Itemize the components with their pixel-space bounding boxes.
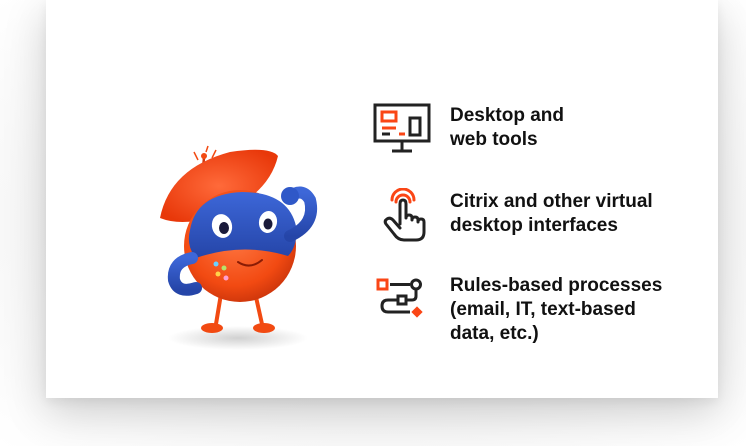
- desktop-monitor-icon: [373, 103, 431, 153]
- feature-text: Citrix and other virtual desktop interfa…: [450, 191, 653, 236]
- touch-hand-icon: [383, 188, 426, 242]
- feature-item-citrix-virtual-desktop: Citrix and other virtual desktop interfa…: [372, 188, 702, 242]
- process-flow-icon: [376, 278, 423, 318]
- feature-item-desktop-web-tools: Desktop and web tools: [372, 102, 702, 156]
- feature-text: Rules-based processes (email, IT, text-b…: [450, 275, 663, 344]
- feature-text: Desktop and web tools: [450, 105, 565, 150]
- robot-mascot-illustration: [160, 145, 317, 350]
- feature-item-rules-based-processes: Rules-based processes (email, IT, text-b…: [372, 274, 702, 346]
- feature-card: [46, 0, 718, 398]
